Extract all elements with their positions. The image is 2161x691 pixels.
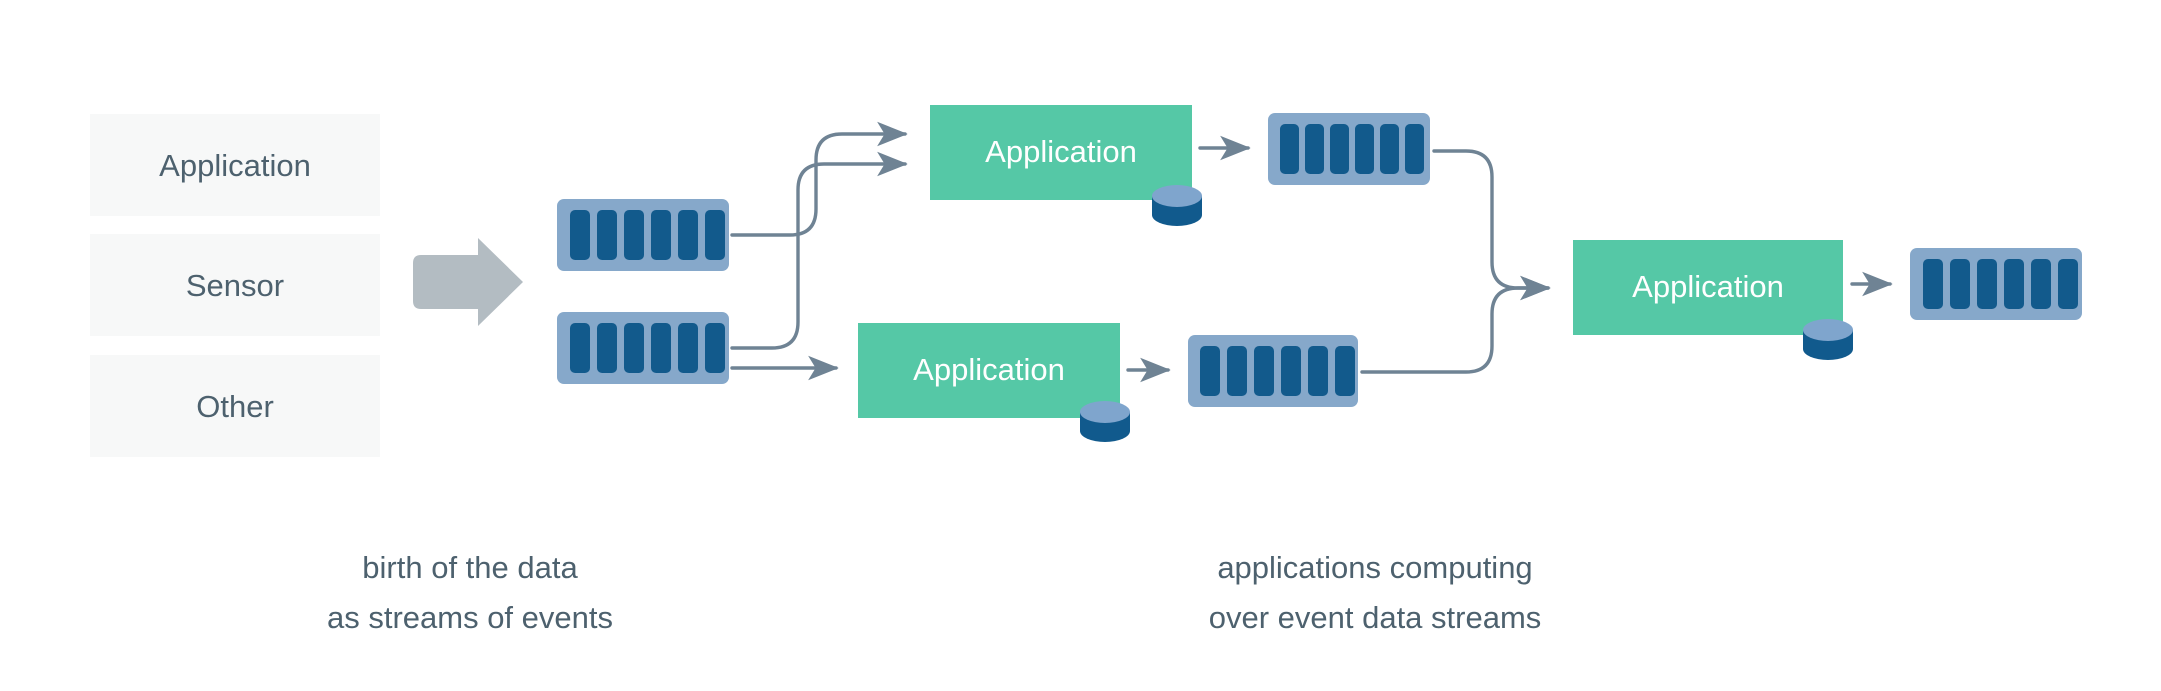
application-label: Application [1632, 269, 1784, 304]
conn-stream-bottom-to-app-right [1360, 275, 1551, 374]
stream-source-bottom[interactable] [557, 312, 729, 384]
stream-app-bot-out[interactable] [1188, 335, 1358, 407]
source-item-other[interactable]: Other [90, 355, 380, 457]
stream-bar [705, 210, 725, 260]
source-item-sensor[interactable]: Sensor [90, 234, 380, 336]
stream-bar [624, 323, 644, 373]
stream-bar [1281, 346, 1301, 396]
caption-left-line-2: as streams of events [327, 600, 613, 635]
source-label: Application [159, 148, 311, 183]
source-item-application[interactable]: Application [90, 114, 380, 216]
stream-bar [597, 210, 617, 260]
stream-bar [1308, 346, 1328, 396]
caption-left-line-1: birth of the data [362, 550, 578, 585]
stream-bar [651, 210, 671, 260]
conn-top-stream-to-app-top [730, 121, 908, 237]
stream-final-out[interactable] [1910, 248, 2082, 320]
source-box-rect [90, 234, 380, 336]
conn-stream-top-to-app-right [1432, 149, 1551, 301]
stream-bar [1380, 124, 1399, 174]
stream-bar [1355, 124, 1374, 174]
application-node-bottom[interactable]: Application [858, 323, 1130, 442]
application-label: Application [913, 352, 1065, 387]
database-icon [1803, 319, 1853, 360]
stream-bar [2058, 259, 2078, 309]
stream-source-top[interactable] [557, 199, 729, 271]
database-icon [1152, 185, 1202, 226]
stream-bar [1950, 259, 1970, 309]
stream-bar [1977, 259, 1997, 309]
source-label: Sensor [186, 268, 284, 303]
conn-bottom-stream-to-app-top [730, 151, 908, 350]
application-node-right[interactable]: Application [1573, 240, 1853, 360]
stream-bar [570, 210, 590, 260]
stream-bar [1405, 124, 1424, 174]
stream-bar [570, 323, 590, 373]
stream-bar [705, 323, 725, 373]
stream-bar [624, 210, 644, 260]
stream-bar [1227, 346, 1247, 396]
stream-bar [1254, 346, 1274, 396]
caption-right: applications computing over event data s… [1209, 550, 1542, 635]
stream-bar [678, 323, 698, 373]
stream-bar [678, 210, 698, 260]
application-label: Application [985, 134, 1137, 169]
stream-bar [1923, 259, 1943, 309]
caption-right-line-1: applications computing [1217, 550, 1532, 585]
stream-bar [1305, 124, 1324, 174]
database-icon [1080, 401, 1130, 442]
caption-left: birth of the data as streams of events [327, 550, 613, 635]
application-box-rect [1573, 240, 1843, 335]
stream-bar [2031, 259, 2051, 309]
stream-bar [651, 323, 671, 373]
connectors-group [730, 121, 1893, 383]
stream-bar [1330, 124, 1349, 174]
stream-bar [2004, 259, 2024, 309]
application-box-rect [858, 323, 1120, 418]
stream-bar [1335, 346, 1355, 396]
source-box-rect [90, 114, 380, 216]
application-box-rect [930, 105, 1192, 200]
stream-app-top-out[interactable] [1268, 113, 1430, 185]
stream-bar [1200, 346, 1220, 396]
caption-right-line-2: over event data streams [1209, 600, 1542, 635]
source-box-rect [90, 355, 380, 457]
application-node-top[interactable]: Application [930, 105, 1202, 226]
stream-bar [597, 323, 617, 373]
event-sources-group: Application Sensor Other [90, 114, 380, 457]
stream-bar [1280, 124, 1299, 174]
ingest-arrow-icon [413, 238, 523, 326]
source-label: Other [196, 389, 274, 424]
